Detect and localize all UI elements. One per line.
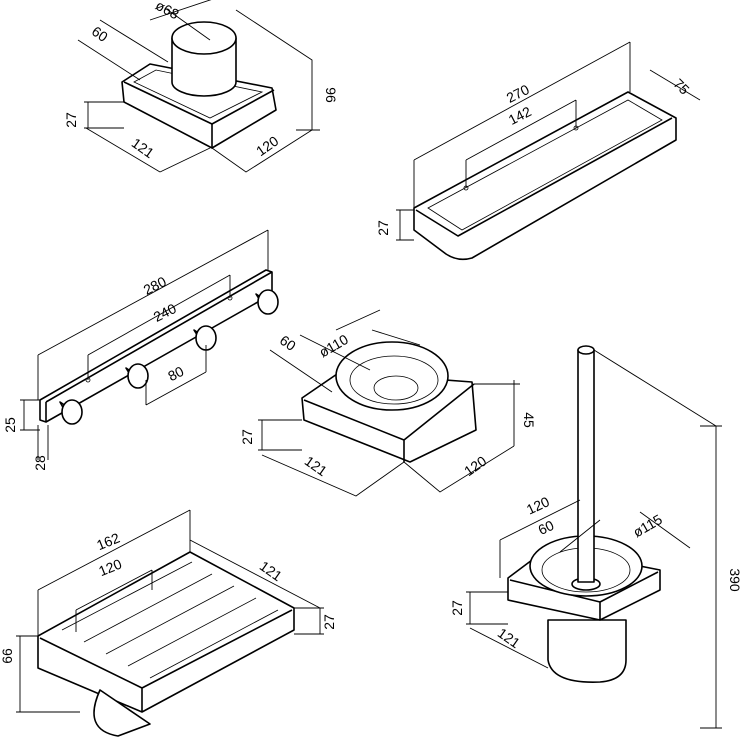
cup-holder-height-label: 96	[323, 87, 339, 103]
shelf-drawing: 270 75 142 27	[375, 41, 701, 261]
soap-dish-base-height-label: 27	[239, 429, 255, 445]
toilet-brush-depth-label: 121	[495, 625, 523, 652]
soap-dish-height-label: 45	[521, 412, 537, 428]
cup-holder-depth-label: 60	[89, 23, 111, 45]
soap-tray-height-label: 27	[321, 614, 337, 630]
soap-dish-depth-label: 60	[277, 332, 299, 354]
toilet-brush-hole-offset-label: 60	[535, 517, 556, 538]
soap-tray-total-height-label: 66	[0, 648, 15, 664]
hook-rail-drawing: 280 240 80 25 28	[2, 229, 279, 471]
shelf-hole-spacing-label: 142	[506, 103, 534, 128]
toilet-brush-height-label: 390	[727, 568, 742, 592]
toilet-brush-drawing: 120 60 ø115 390 27 121	[449, 345, 742, 729]
soap-dish-length-label: 120	[461, 453, 489, 480]
shelf-depth-label: 75	[670, 75, 692, 97]
hook-rail-hole-spacing-label: 240	[151, 300, 179, 325]
cup-holder-width-label: 121	[129, 135, 157, 162]
hook-rail-height-label: 25	[2, 417, 18, 433]
soap-tray-length-label: 162	[94, 529, 122, 553]
soap-tray-depth-label: 121	[257, 558, 285, 585]
soap-dish-width-label: 121	[302, 453, 330, 480]
soap-tray-hole-spacing-label: 120	[96, 555, 124, 579]
toilet-brush-width-label: 120	[524, 493, 552, 517]
shelf-length-label: 270	[504, 81, 532, 106]
hook-rail-length-label: 280	[141, 273, 169, 298]
cup-holder-base-height-label: 27	[63, 112, 79, 128]
cup-holder-diameter-label: ø68	[153, 0, 182, 22]
toilet-brush-base-height-label: 27	[449, 600, 465, 616]
shelf-height-label: 27	[375, 220, 391, 236]
hook-spacing-label: 80	[165, 363, 186, 384]
toilet-brush-diameter-label: ø115	[630, 511, 665, 540]
cup-holder-drawing: 60 ø68 96 27 121 120	[63, 0, 339, 173]
cup-holder-length-label: 120	[253, 133, 281, 160]
hook-rail-thickness-label: 28	[32, 455, 48, 471]
soap-dish-drawing: 60 ø110 27 45 121 120	[239, 309, 537, 497]
soap-tray-drawing: 162 120 121 27 66	[0, 509, 337, 737]
